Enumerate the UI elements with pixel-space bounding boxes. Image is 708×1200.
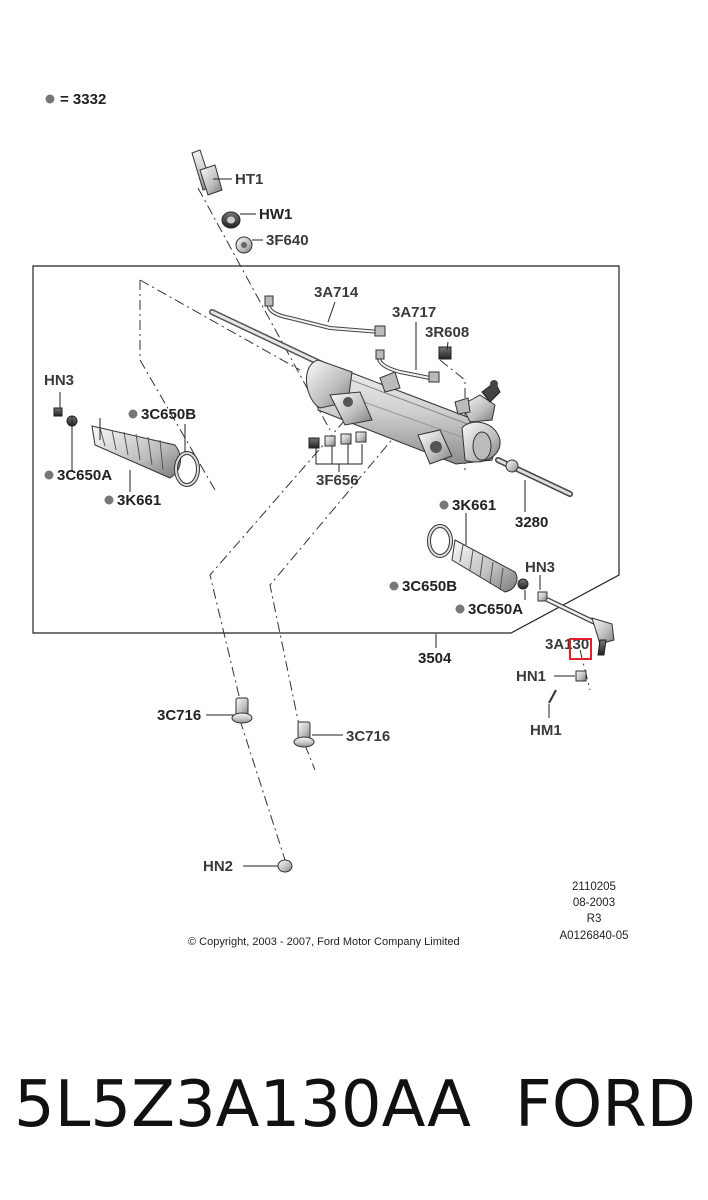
highlight-box: [569, 638, 592, 660]
callout-3c650a-right[interactable]: 3C650A: [468, 601, 523, 618]
drawing-revision: R3: [587, 913, 602, 925]
callout-3c650b-left[interactable]: 3C650B: [141, 406, 196, 423]
callout-hn3-left[interactable]: HN3: [44, 372, 74, 389]
callout-hm1[interactable]: HM1: [530, 722, 562, 739]
callout-3f640[interactable]: 3F640: [266, 232, 309, 249]
legend-dot-icon: [45, 94, 55, 104]
callout-dot-icon: [389, 581, 399, 591]
right-boot-group: [427, 524, 548, 602]
callout-3a717[interactable]: 3A717: [392, 304, 436, 321]
assembly-frame: [32, 265, 620, 634]
copyright-notice: © Copyright, 2003 - 2007, Ford Motor Com…: [188, 936, 460, 948]
callout-3280[interactable]: 3280: [515, 514, 548, 531]
steering-rack: [209, 309, 501, 465]
callout-dot-icon: [128, 409, 138, 419]
pinion-hardware: [191, 149, 253, 254]
part-number: 5L5Z3A130AA: [14, 1068, 471, 1142]
drawing-date: 08-2003: [573, 897, 615, 909]
callout-dot-icon: [439, 500, 449, 510]
callout-3c716-left[interactable]: 3C716: [157, 707, 201, 724]
callout-hw1[interactable]: HW1: [259, 206, 292, 223]
callout-3c650a-left[interactable]: 3C650A: [57, 467, 112, 484]
3c716-lines-hardware: [231, 697, 315, 873]
brand-name: FORD: [515, 1068, 696, 1142]
callout-3k661-left[interactable]: 3K661: [117, 492, 161, 509]
drawing-number: 2110205: [572, 881, 616, 893]
callout-3c650b-right[interactable]: 3C650B: [402, 578, 457, 595]
callout-hn2[interactable]: HN2: [203, 858, 233, 875]
callout-labels: HT1 HW1 3F640 3A714 3A717 3R608 HN3 3C65…: [44, 171, 592, 875]
callout-dot-icon: [455, 604, 465, 614]
parts-diagram: = 3332: [32, 91, 629, 948]
callout-3f656[interactable]: 3F656: [316, 472, 359, 489]
hn1-hm1-hardware: [548, 670, 587, 704]
callout-ht1[interactable]: HT1: [235, 171, 263, 188]
legend: = 3332: [45, 91, 106, 108]
callout-3a130[interactable]: 3A130: [545, 636, 589, 653]
fitting-3r608: [438, 346, 452, 360]
callout-dot-icon: [104, 495, 114, 505]
callout-3r608[interactable]: 3R608: [425, 324, 469, 341]
hydraulic-lines: [264, 295, 440, 383]
callout-hn1[interactable]: HN1: [516, 668, 546, 685]
drawing-reference: A0126840-05: [559, 930, 628, 942]
drawing-info: 2110205 08-2003 R3 A0126840-05: [559, 881, 628, 942]
callout-3a714[interactable]: 3A714: [314, 284, 359, 301]
callout-3c716-right[interactable]: 3C716: [346, 728, 390, 745]
callout-hn3-right[interactable]: HN3: [525, 559, 555, 576]
inner-tie-rod: [495, 457, 573, 497]
callout-3k661-right[interactable]: 3K661: [452, 497, 496, 514]
outer-tie-rod-end: [545, 597, 615, 656]
leader-lines: [59, 178, 575, 867]
phantom-lines: [139, 187, 591, 861]
fittings-3f656: [308, 431, 367, 472]
callout-3504[interactable]: 3504: [418, 650, 452, 667]
callout-dot-icon: [44, 470, 54, 480]
left-boot-group: [53, 407, 200, 487]
legend-text: = 3332: [60, 91, 106, 108]
